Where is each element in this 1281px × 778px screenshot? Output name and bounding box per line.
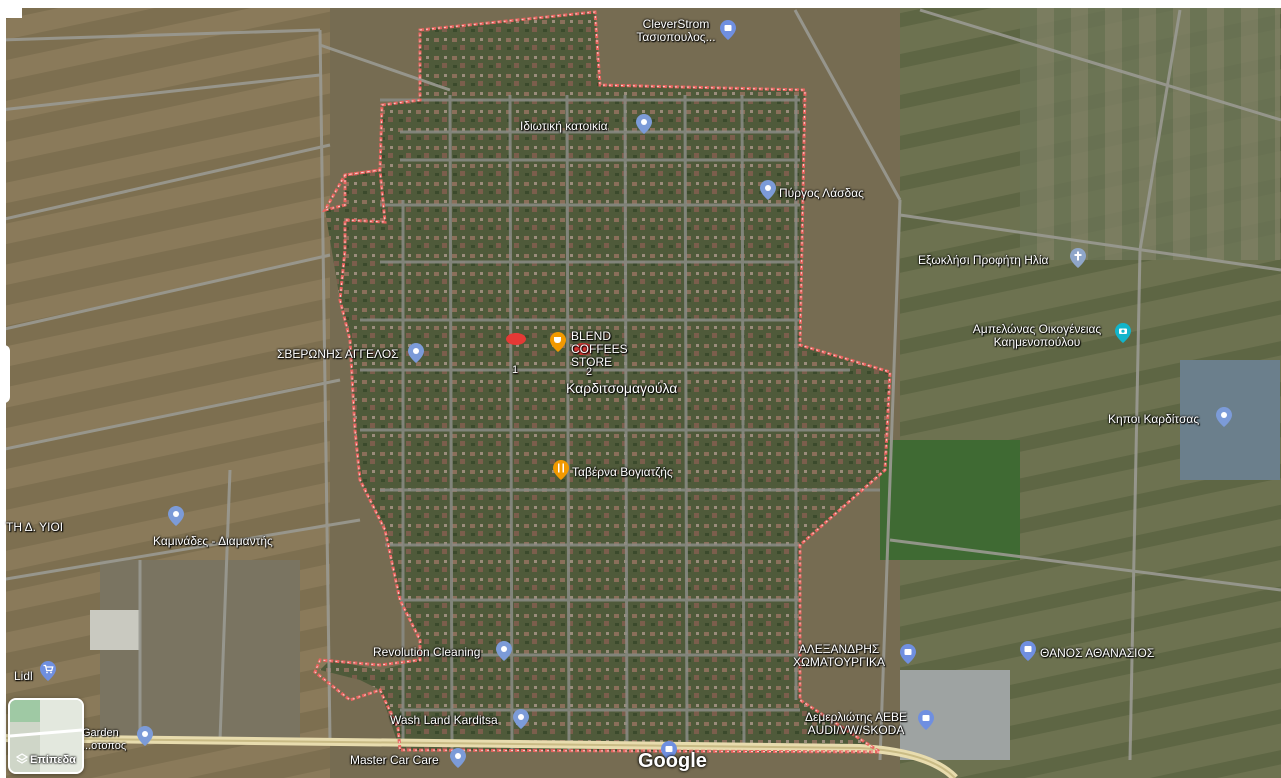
shopping-bag-icon[interactable] (900, 644, 916, 664)
place-label-ampelonas[interactable]: Αμπελώνας Οικογένειας Καημενοπούλου (972, 322, 1102, 349)
place-label-revolution[interactable]: Revolution Cleaning (373, 645, 481, 659)
red-marker-1[interactable] (505, 332, 527, 346)
location-pin-icon[interactable] (137, 726, 153, 746)
layers-icon (15, 753, 29, 764)
camera-icon[interactable] (1115, 323, 1131, 343)
location-pin-icon[interactable] (636, 114, 652, 134)
location-pin-icon[interactable] (168, 506, 184, 526)
place-label-kipoi[interactable]: Κηποι Καρδίτσας (1108, 412, 1200, 426)
place-label-cleverstrom[interactable]: CleverStrom Τασιοπουλος... (636, 17, 716, 44)
location-pin-icon[interactable] (1216, 407, 1232, 427)
place-label-idiotiki[interactable]: Ιδιωτική κατοικία (520, 119, 608, 133)
place-label-demerliotis[interactable]: Δεμερλιώτης ΑΕΒΕ AUDI/VW/SKODA (805, 710, 907, 737)
place-label-washland[interactable]: Wash Land Karditsa (390, 713, 498, 727)
shopping-bag-icon[interactable] (1020, 641, 1036, 661)
fork-knife-icon[interactable] (553, 460, 569, 480)
shopping-bag-icon[interactable] (720, 20, 736, 40)
place-label-alexandris[interactable]: ΑΛΕΞΑΝΔΡΗΣ ΧΩΜΑΤΟΥΡΓΙΚΑ (792, 642, 886, 669)
place-label-lidl[interactable]: Lidl (14, 669, 33, 683)
layers-button-label: Επίπεδα (30, 754, 76, 766)
location-pin-icon[interactable] (760, 180, 776, 200)
corner-box (0, 0, 22, 18)
place-label-master[interactable]: Master Car Care (350, 753, 439, 767)
side-panel-toggle[interactable] (0, 345, 10, 403)
place-label-blend[interactable]: BLEND COFFEES STORE (571, 329, 628, 369)
red-marker-2[interactable] (572, 342, 594, 356)
shopping-cart-icon[interactable] (661, 741, 677, 761)
coffee-cup-icon[interactable] (550, 332, 566, 352)
shopping-cart-icon[interactable] (40, 661, 56, 681)
place-label-pyrgos[interactable]: Πύργος Λάσδας (779, 186, 864, 200)
place-label-garden[interactable]: Garden ...οτοπος (82, 727, 127, 752)
google-logo: Google (638, 750, 707, 772)
route-number-2: 2 (586, 366, 593, 378)
church-cross-icon[interactable] (1070, 248, 1086, 268)
place-label-thanos[interactable]: ΘΑΝΟΣ ΑΘΑΝΑΣΙΟΣ (1040, 646, 1155, 660)
top-edge (0, 0, 1281, 8)
layers-button[interactable]: Επίπεδα (8, 698, 84, 774)
location-pin-icon[interactable] (496, 641, 512, 661)
place-label-taverna[interactable]: Ταβέρνα Βογιατζής (572, 465, 673, 479)
route-number-1: 1 (512, 364, 519, 376)
place-label-th-d-yioi[interactable]: ΤΗ Δ. ΥΙΟΙ (6, 520, 64, 534)
layers-thumbnail (10, 700, 82, 772)
area-name-label: Καρδιτσομαγούλα (566, 380, 678, 396)
location-pin-icon[interactable] (450, 748, 466, 768)
location-pin-icon[interactable] (408, 343, 424, 363)
place-label-exoklisi[interactable]: Εξωκλήσι Προφήτη Ηλία (918, 253, 1049, 267)
location-pin-icon[interactable] (513, 709, 529, 729)
place-label-sveronis[interactable]: ΣΒΕΡΩΝΗΣ ΑΓΓΕΛΟΣ (277, 347, 399, 361)
place-label-kaminades[interactable]: Καμινάδες - Διαμαντής (153, 534, 273, 548)
shopping-bag-icon[interactable] (918, 710, 934, 730)
